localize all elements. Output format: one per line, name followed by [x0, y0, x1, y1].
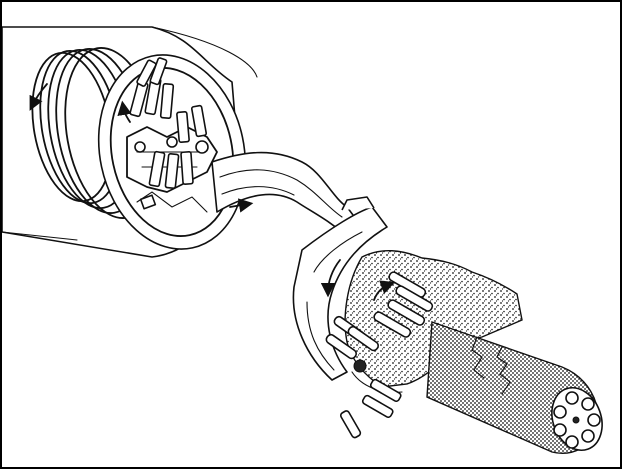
- drum-magazine: [2, 26, 258, 258]
- feed-direction-arrow: [229, 198, 254, 213]
- drum-inner-mechanism: [126, 57, 218, 213]
- entrance-unit: [292, 196, 388, 381]
- inner-rotation-arrow: [117, 100, 132, 123]
- bolt-arrow: [373, 280, 396, 301]
- drum-rotation-arrow: [29, 83, 48, 111]
- entrance-arrow: [320, 259, 341, 298]
- ejected-casings: [339, 359, 402, 439]
- barrel-assembly: [426, 321, 603, 454]
- feed-rounds: [325, 271, 434, 360]
